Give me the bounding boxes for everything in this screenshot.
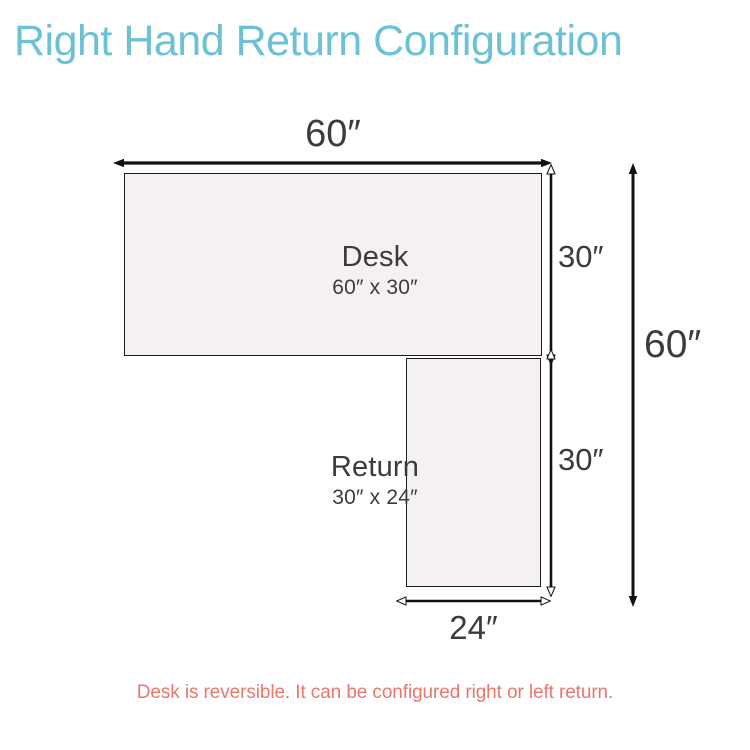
dimension-label-return-depth: 30″	[558, 442, 604, 477]
return-shape	[406, 358, 541, 587]
page-title: Right Hand Return Configuration	[14, 17, 623, 65]
return-label-group: Return 30″ x 24″	[0, 450, 750, 511]
dimension-label-top-width: 60″	[305, 113, 361, 155]
return-name-label: Return	[330, 451, 420, 483]
dimension-label-desk-depth: 30″	[558, 239, 604, 274]
dimension-label-total-height: 60″	[644, 323, 702, 366]
desk-shape	[124, 173, 542, 356]
desk-name-label: Desk	[341, 241, 409, 273]
desk-dimensions-label: 60″ x 30″	[332, 276, 418, 299]
footnote-text: Desk is reversible. It can be configured…	[136, 682, 614, 703]
return-dimensions-label: 30″ x 24″	[332, 486, 418, 509]
desk-label-group: Desk 60″ x 30″	[0, 240, 750, 301]
dimension-label-return-width: 24″	[449, 609, 498, 646]
